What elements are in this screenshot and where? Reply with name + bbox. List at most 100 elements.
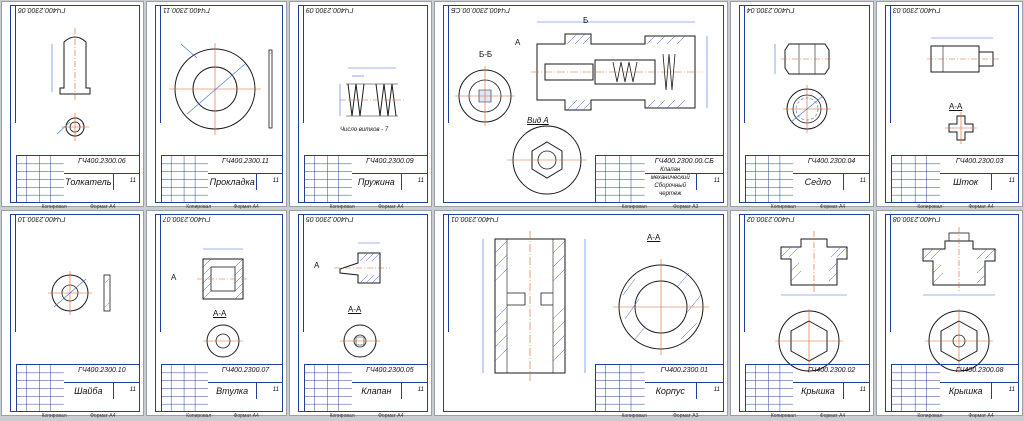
title-block: ГЧ400.2300.09 Пружина 11 Копировал Формат…: [304, 155, 428, 210]
sheet-korpus[interactable]: ГЧ400.2300.01 А-А: [434, 210, 728, 419]
part-drawing: [775, 231, 848, 373]
title-block-code: ГЧ400.2300.01: [660, 367, 709, 374]
sheet-frame: [739, 5, 870, 203]
sheets-count: 11: [859, 178, 866, 184]
view-label-a: Вид А: [527, 116, 549, 125]
footer-format: Формат А4: [378, 413, 404, 419]
spring-note: Число витков - 7: [340, 127, 389, 133]
part-drawing: [922, 227, 996, 373]
footer-copied: Копировал: [329, 204, 355, 210]
sheet-prokladka[interactable]: ГЧ400.2300.11 ГЧ400.2300.11 Прокладка 11…: [146, 1, 287, 210]
footer-copied: Копировал: [917, 204, 943, 210]
part-name: Пружина: [351, 173, 402, 190]
sheet-code-rotated: ГЧ400.2300.02: [747, 215, 795, 222]
footer-copied: Копировал: [621, 204, 647, 210]
footer-format: Формат А4: [90, 413, 116, 419]
sheet-kryshka-1[interactable]: ГЧ400.2300.02 ГЧ400.2300.02 Крышка 11 Ко…: [730, 210, 874, 419]
part-drawing: [339, 67, 404, 117]
sheet-kryshka-2[interactable]: ГЧ400.2300.08 ГЧ400.2300.08 Крышка 11 Ко…: [876, 210, 1023, 419]
sheet-code-rotated: ГЧ400.2300.08: [893, 215, 941, 222]
footer-copied: Копировал: [621, 413, 647, 419]
sheet-code-rotated: ГЧ400.2300.09: [306, 6, 354, 13]
sheets-count: 11: [272, 387, 279, 393]
sheet-shtok[interactable]: ГЧ400.2300.03 А-А ГЧ400.2300.03 Шток 11 …: [876, 1, 1023, 210]
part-drawing: [774, 43, 833, 133]
footer-copied: Копировал: [186, 413, 212, 419]
sheet-pruzhina[interactable]: ГЧ400.2300.09 Число витков - 7 ГЧ400.230…: [289, 1, 432, 210]
sheet-code-rotated: ГЧ400.2300.11: [163, 6, 210, 13]
sheets-count: 11: [272, 178, 279, 184]
footer-format: Формат А4: [819, 413, 846, 419]
sheet-tolkatel[interactable]: ГЧ400.2300.06 ГЧ400.2300.06 Толкатель 11…: [1, 1, 144, 210]
sheet-frame: [10, 5, 140, 203]
sheet-assembly[interactable]: ГЧ400.2300.00.СБ Б-Б Вид А А Б: [434, 1, 728, 210]
sheet-code-rotated: ГЧ400.2300.01: [451, 215, 499, 222]
title-block-code: ГЧ400.2300.06: [78, 158, 126, 165]
section-label-aa: А-А: [647, 233, 661, 242]
title-block-code: ГЧ400.2300.09: [366, 158, 414, 165]
title-block: ГЧ400.2300.00.СБ Клапан механический Сбо…: [595, 155, 724, 210]
sheet-frame: [885, 214, 1019, 412]
section-label-aa: А-А: [348, 305, 362, 314]
cut-label-b: Б: [583, 16, 589, 25]
part-name: Клапан механический Сборочный чертеж: [644, 167, 697, 197]
sheet-frame: [443, 5, 724, 203]
sheets-count: 11: [129, 178, 136, 184]
sheet-frame: [885, 5, 1019, 203]
title-block-code: ГЧ400.2300.05: [366, 367, 414, 374]
footer-copied: Копировал: [41, 413, 67, 419]
footer-copied: Копировал: [186, 204, 212, 210]
sheet-frame: [298, 214, 428, 412]
sheet-shaiba[interactable]: ГЧ400.2300.10 ГЧ400.2300.10 Шайба 11 Коп…: [1, 210, 144, 419]
sheet-frame: [739, 214, 870, 412]
part-name: Прокладка: [207, 173, 258, 190]
sheets-count: 11: [417, 387, 424, 393]
sheet-code-rotated: ГЧ400.2300.06: [18, 6, 66, 13]
sheets-count: 11: [129, 387, 136, 393]
footer-format: Формат А4: [233, 413, 259, 419]
cut-label-a: А: [515, 38, 521, 47]
footer-copied: Копировал: [770, 204, 796, 210]
part-drawing: [334, 242, 390, 358]
title-block: ГЧ400.2300.10 Шайба 11 Копировал Формат А…: [16, 364, 140, 419]
sheet-frame: [443, 214, 724, 412]
cut-label-a: А: [314, 261, 320, 270]
footer-format: Формат А4: [968, 204, 994, 210]
part-name: Втулка: [207, 382, 258, 399]
title-block-code: ГЧ400.2300.10: [78, 367, 126, 374]
footer-format: Формат А4: [378, 204, 404, 210]
sheet-code-rotated: ГЧ400.2300.10: [18, 215, 66, 222]
part-name: Толкатель: [63, 173, 114, 190]
footer-format: Формат А4: [819, 204, 846, 210]
sheet-klapan[interactable]: ГЧ400.2300.05 А-А А ГЧ400.2300.05 Клапан…: [289, 210, 432, 419]
part-name: Шайба: [63, 382, 114, 399]
title-block-code: ГЧ400.2300.02: [807, 367, 856, 374]
sheet-frame: [298, 5, 428, 203]
part-drawing: [197, 248, 249, 358]
footer-format: Формат А4: [968, 413, 994, 419]
sheet-vtulka[interactable]: ГЧ400.2300.07 А-А А ГЧ400.2300.07 Втулка…: [146, 210, 287, 419]
part-name: Крышка: [940, 382, 993, 399]
part-drawing: [482, 231, 709, 381]
sheet-sedlo[interactable]: ГЧ400.2300.04 ГЧ400.2300.04 Седло 11 Коп…: [730, 1, 874, 210]
title-block-code: ГЧ400.2300.11: [222, 158, 269, 165]
part-name: Крышка: [793, 382, 844, 399]
sheets-count: 11: [859, 387, 866, 393]
sheet-frame: [155, 214, 283, 412]
sheet-frame: [155, 5, 283, 203]
footer-copied: Копировал: [329, 413, 355, 419]
sheet-code-rotated: ГЧ400.2300.07: [163, 215, 211, 222]
sheet-frame: [10, 214, 140, 412]
footer-format: Формат А4: [90, 204, 116, 210]
sheets-count: 11: [417, 178, 424, 184]
footer-format: Формат А3: [673, 204, 699, 210]
section-label-bb: Б-Б: [479, 50, 493, 59]
sheet-code-rotated: ГЧ400.2300.04: [747, 6, 795, 13]
